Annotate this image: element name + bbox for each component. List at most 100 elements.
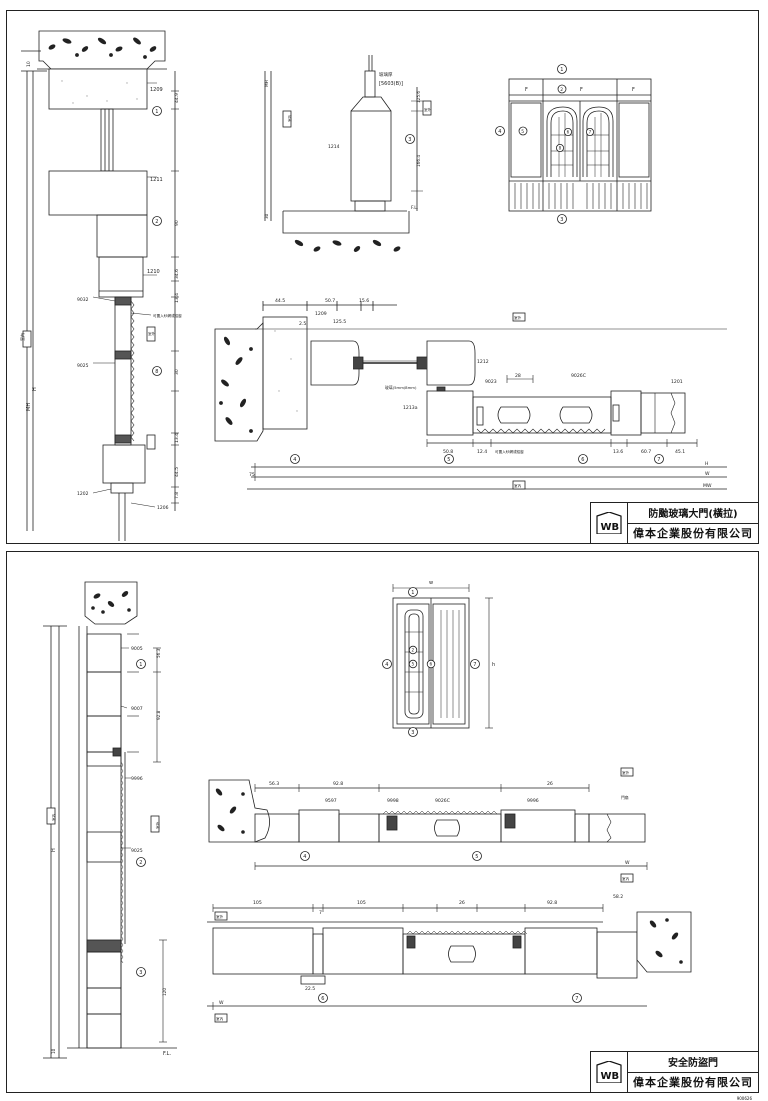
dim-H-h: H (705, 461, 708, 467)
label-glass-spec: [5603(B)] (379, 81, 403, 87)
dim-MH-2: MH (264, 80, 269, 87)
label-insect-screen: 可置入紗網或鋁窗 (153, 313, 182, 318)
marker-8 (152, 366, 162, 376)
code-9996-v: 9996 (131, 776, 143, 782)
code-1214: 1214 (328, 144, 340, 150)
code-1206: 1206 (157, 505, 169, 511)
h2a-marker-4: 4 (303, 854, 306, 860)
code-9023: 9023 (485, 379, 497, 385)
dim-h-elev: h (492, 662, 495, 668)
h2a-marker-5: 5 (475, 854, 478, 860)
dim-44-5: 44.5 (174, 467, 180, 477)
e2-marker-4: 4 (385, 662, 388, 668)
label-f-3: F (632, 87, 635, 93)
wb-logo-icon: WB (596, 512, 622, 534)
dim-MH: MH (26, 403, 32, 411)
elev-marker-3: 3 (560, 217, 563, 223)
label-indoor-2b: 室內 (216, 1016, 224, 1021)
horizontal-section-2a (208, 767, 648, 883)
hs-marker-4: 4 (293, 457, 296, 463)
code-9998: 9998 (387, 798, 399, 804)
sheet-number: 900626 (736, 1096, 752, 1101)
label-indoor-2a: 室內 (622, 876, 630, 881)
marker-text-8: 8 (155, 369, 158, 375)
label-indoor-s: 室內 (287, 115, 292, 123)
code-9026c: 9026C (571, 373, 586, 379)
dim-MW: MW (703, 483, 712, 489)
label-insect-screen-h: 可置入紗網或鋁窗 (495, 449, 524, 454)
code-9597: 9597 (325, 798, 337, 804)
dim-30b: 30 (264, 213, 269, 219)
label-side: 門扇 (621, 795, 629, 800)
elev-marker-2: 2 (560, 87, 563, 93)
code-9005: 9005 (131, 646, 143, 652)
dim-30: 30 (174, 369, 180, 375)
dim-10-v: 10 (51, 1048, 56, 1054)
company-logo-2: WB (591, 1052, 628, 1092)
dim-7: 7 (319, 910, 322, 916)
elev-marker-7: 7 (589, 130, 592, 135)
label-glass-5-8mm: 玻璃(5mm/8mm) (385, 385, 417, 390)
drawing-sheet-typhoon-door: 1209 44.9 1211 90 1210 34.6 13.4 9032 90… (6, 10, 759, 544)
code-9032: 9032 (77, 297, 89, 303)
dim-W-2a: W (625, 860, 630, 866)
label-indoor-v: 室內 (19, 333, 25, 341)
dim-125-6: 125.6 (416, 91, 421, 103)
code-1212: 1212 (477, 359, 489, 365)
marker-text-3a: 3 (408, 137, 411, 143)
v2-marker-2: 2 (139, 860, 142, 866)
dim-13-4: 13.4 (174, 293, 180, 303)
dim-92-8-v: 92.8 (156, 710, 161, 720)
dim-12-4: 12.4 (477, 449, 487, 455)
code-9025-v: 9025 (131, 848, 143, 854)
vertical-section (21, 30, 179, 541)
dim-26-b: 26 (459, 900, 465, 906)
dim-105-a: 105 (253, 900, 262, 906)
dim-W-2b: W (219, 1000, 224, 1006)
dim-92-8-b: 92.8 (547, 900, 557, 906)
dim-H: H (32, 387, 38, 391)
dim-60-7: 60.7 (641, 449, 651, 455)
label-fl-2: F.L. (163, 1051, 171, 1057)
e2-marker-7: 7 (473, 662, 476, 668)
label-outdoor-s: 室外 (424, 107, 432, 112)
dim-56-3-v: 56.3 (156, 648, 161, 658)
marker-text-1: 1 (155, 109, 158, 115)
label-indoor-h: 室內 (514, 483, 522, 488)
title-block-sheet1: WB 防颱玻璃大門(橫拉) 偉本企業股份有限公司 (590, 502, 758, 543)
elev-marker-8: 8 (559, 146, 562, 151)
h2b-marker-7: 7 (575, 996, 578, 1002)
code-1209: 1209 (150, 87, 163, 93)
svg-text:WB: WB (601, 522, 620, 533)
dim-26-h: 26 (547, 781, 553, 787)
dim-75: 75 (249, 472, 255, 478)
drawing-title-2: 安全防盜門 (628, 1052, 758, 1073)
drawing-sheet-security-door: 9005 56.3 9007 92.8 9996 9025 120 10 H 室… (6, 551, 759, 1101)
dim-2-5: 2.5 (299, 321, 306, 327)
code-9026c-2: 9026C (435, 798, 450, 804)
marker-text-2: 2 (155, 219, 158, 225)
dim-22-5: 22.5 (305, 986, 315, 992)
v2-marker-1: 1 (139, 662, 142, 668)
horizontal-section (214, 301, 727, 490)
marker-2 (152, 216, 162, 226)
top-small-section (264, 55, 432, 252)
dim-7-8: 7.8 (174, 492, 180, 499)
e2-marker-6: 6 (430, 662, 433, 667)
company-name-2: 偉本企業股份有限公司 (633, 1076, 753, 1090)
dim-50-8: 50.8 (443, 449, 453, 455)
label-f-2: F (580, 87, 583, 93)
dim-34-6: 34.6 (174, 269, 180, 279)
v2-marker-3: 3 (139, 970, 142, 976)
dim-50-7: 50.7 (325, 298, 335, 304)
dim-w-elev: w (429, 580, 433, 586)
label-outdoor-h: 室外 (514, 315, 522, 320)
elev-marker-5: 5 (521, 129, 524, 135)
code-9025: 9025 (77, 363, 89, 369)
horizontal-section-2b (207, 904, 692, 1023)
dim-44-9: 44.9 (174, 93, 180, 103)
e2-marker-5: 5 (412, 662, 415, 667)
dim-13-4b: 13.4 (174, 433, 180, 443)
dim-58-2: 58.2 (613, 894, 623, 900)
code-1210: 1210 (147, 269, 160, 275)
